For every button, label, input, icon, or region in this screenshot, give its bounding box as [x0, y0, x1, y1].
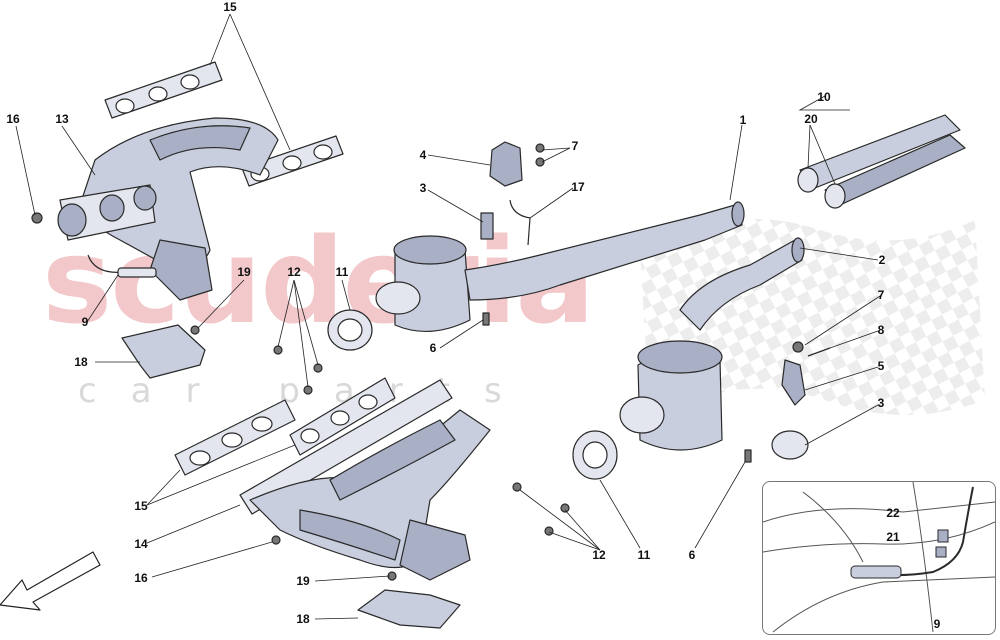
bolt-6-lower — [744, 449, 752, 463]
nut-12-c — [303, 385, 313, 395]
clamp-3-right — [771, 430, 809, 460]
inset-detail-view — [762, 481, 996, 635]
callout-14: 14 — [134, 537, 148, 551]
inset-clip-22 — [937, 529, 949, 543]
bracket-4 — [489, 141, 523, 187]
clamp-20-b — [824, 183, 846, 209]
nut-12-f — [544, 526, 554, 536]
callout-19-upper: 19 — [237, 265, 251, 279]
callout-8: 8 — [877, 323, 885, 337]
lambda-sensor-9 — [87, 254, 157, 278]
clamp-20-a — [797, 167, 819, 193]
callout-15-upper: 15 — [223, 0, 237, 14]
bolt-6-upper — [482, 312, 490, 326]
bracket-5 — [781, 359, 806, 406]
gasket-15-upper-b — [241, 135, 344, 187]
nut-16-upper — [31, 212, 43, 224]
callout-4: 4 — [419, 148, 427, 162]
gasket-15-lower-a — [174, 399, 296, 476]
callout-22: 22 — [886, 506, 900, 520]
callout-18-lower: 18 — [296, 612, 310, 626]
bolt-19-upper — [190, 325, 200, 335]
clamp-3-upper — [480, 212, 494, 240]
callout-6-upper: 6 — [429, 341, 437, 355]
catalytic-converter-left — [375, 235, 471, 333]
nut-7-a — [535, 143, 545, 153]
callout-6-lower: 6 — [688, 548, 696, 562]
callout-12-lower: 12 — [592, 548, 606, 562]
checkered-flag-watermark — [640, 218, 985, 420]
callout-17: 17 — [571, 180, 585, 194]
leader-lines — [15, 13, 951, 620]
callout-21: 21 — [886, 530, 900, 544]
exhaust-manifold-14 — [239, 379, 491, 581]
callout-15-lower: 15 — [134, 499, 148, 513]
nut-12-a — [273, 345, 283, 355]
callout-9-upper: 9 — [81, 315, 89, 329]
tailpipes-10 — [797, 114, 966, 209]
callout-3-right: 3 — [877, 396, 885, 410]
gasket-11-lower — [572, 430, 618, 480]
callout-3-upper: 3 — [419, 181, 427, 195]
catalytic-converter-right — [619, 340, 723, 451]
callout-2: 2 — [878, 253, 886, 267]
callout-9-inset: 9 — [933, 617, 941, 631]
inset-clip-21 — [935, 546, 947, 558]
exhaust-pipe-1 — [464, 204, 743, 301]
nut-12-d — [512, 482, 522, 492]
callout-18-upper: 18 — [74, 355, 88, 369]
callout-1: 1 — [739, 113, 747, 127]
callout-7-right: 7 — [877, 288, 885, 302]
callout-11-upper: 11 — [335, 265, 349, 279]
callout-10: 10 — [817, 90, 831, 104]
front-direction-arrow — [0, 551, 101, 611]
inset-lambda-sensor — [850, 565, 902, 579]
callout-16-lower: 16 — [134, 571, 148, 585]
callout-5: 5 — [877, 359, 885, 373]
callout-12-upper: 12 — [287, 265, 301, 279]
heat-shield-18-upper — [121, 324, 206, 379]
heat-shield-18-lower — [357, 589, 461, 629]
nut-7-b — [535, 157, 545, 167]
callout-13: 13 — [55, 112, 69, 126]
nut-16-lower — [271, 535, 281, 545]
nut-12-b — [313, 363, 323, 373]
callout-7-upper: 7 — [571, 139, 579, 153]
callout-16-upper: 16 — [6, 112, 20, 126]
gasket-15-upper-a — [104, 61, 223, 119]
callout-20: 20 — [804, 112, 818, 126]
bolt-8 — [807, 347, 831, 357]
gasket-15-lower-b — [289, 377, 396, 456]
callout-11-lower: 11 — [637, 548, 651, 562]
nut-12-e — [560, 503, 570, 513]
lambda-sensor-17 — [509, 199, 531, 246]
callout-19-lower: 19 — [296, 574, 310, 588]
exhaust-manifold-13 — [57, 117, 279, 301]
gasket-11-upper — [327, 309, 373, 351]
nut-7-right — [792, 341, 804, 353]
